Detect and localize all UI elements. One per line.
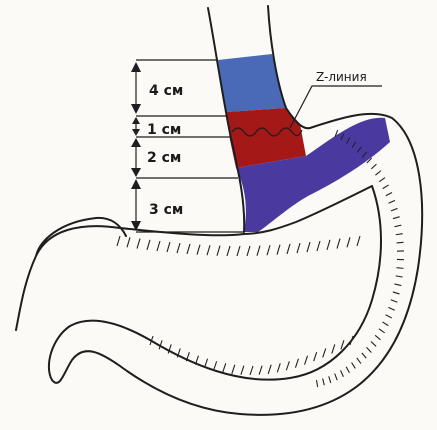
hatch-stroke xyxy=(367,347,372,352)
hatch-stroke xyxy=(388,307,394,310)
hatch-stroke xyxy=(327,240,330,250)
hatch-stroke xyxy=(379,178,385,182)
hatch-stroke xyxy=(317,241,320,251)
hatch-stroke xyxy=(250,366,253,375)
hatch-stroke xyxy=(257,246,260,256)
hatch-stroke xyxy=(147,240,150,250)
hatch-stroke xyxy=(352,363,356,369)
hatch-stroke xyxy=(332,344,335,353)
hatch-stroke xyxy=(329,376,331,383)
hatch-stroke xyxy=(394,284,401,286)
hatch-stroke xyxy=(167,242,170,252)
hatch-stroke xyxy=(371,164,376,169)
hatch-stroke xyxy=(379,329,385,333)
hatch-stroke xyxy=(232,365,235,374)
hatch-stroke xyxy=(268,365,271,374)
hatch-stroke xyxy=(117,236,120,246)
hatch-stroke xyxy=(391,208,398,210)
hatch-stroke xyxy=(241,366,244,375)
label-2cm: 2 см xyxy=(147,150,181,166)
hatch-stroke xyxy=(323,378,325,385)
hatch-stroke xyxy=(347,237,350,247)
hatch-stroke xyxy=(397,268,404,269)
hatch-stroke xyxy=(227,246,230,256)
hatch-stroke xyxy=(297,243,300,253)
hatch-stroke xyxy=(393,292,400,294)
hatch-stroke xyxy=(397,242,404,243)
hatch-stroke xyxy=(207,245,210,255)
hatch-stroke xyxy=(286,361,289,370)
hatch-stroke xyxy=(362,353,366,358)
hatch-stroke xyxy=(314,352,317,361)
hatch-stroke xyxy=(223,363,226,372)
label-3cm: 3 см xyxy=(149,202,183,218)
hatch-stroke xyxy=(357,358,361,364)
hatch-stroke xyxy=(391,300,398,302)
hatch-stroke xyxy=(237,246,240,256)
hatch-stroke xyxy=(217,246,220,256)
hatch-stroke xyxy=(316,380,317,387)
hatch-stroke xyxy=(375,335,380,339)
hatch-stroke xyxy=(383,185,389,189)
hatch-stroke xyxy=(395,225,402,227)
label-1cm: 1 см xyxy=(147,122,181,138)
hatch-stroke xyxy=(389,200,395,203)
hatch-stroke xyxy=(177,243,180,253)
arrow-3cm xyxy=(131,179,141,231)
hatch-stroke xyxy=(371,342,376,347)
hatch-stroke xyxy=(382,322,388,326)
hatch-stroke xyxy=(357,236,360,246)
arrow-4cm xyxy=(131,62,141,114)
arrow-1cm xyxy=(132,117,140,136)
hatch-stroke xyxy=(346,367,349,373)
hatch-stroke xyxy=(396,234,403,235)
z-line-label: Z-линия xyxy=(316,70,367,84)
arrow-2cm xyxy=(131,138,141,177)
hatch-stroke xyxy=(341,370,344,376)
hatch-stroke xyxy=(247,246,250,256)
hatch-stroke xyxy=(277,363,280,372)
hatch-stroke xyxy=(323,348,326,357)
hatch-stroke xyxy=(305,356,308,365)
hatch-stroke xyxy=(341,340,344,349)
hatch-stroke xyxy=(267,245,270,255)
hatch-stroke xyxy=(157,241,160,251)
hatch-stroke xyxy=(197,245,200,255)
hatch-stroke xyxy=(307,242,310,252)
hatch-stroke xyxy=(287,244,290,254)
label-4cm: 4 см xyxy=(149,83,183,99)
hatch-stroke xyxy=(335,374,338,381)
hatch-stroke xyxy=(137,239,140,249)
hatch-stroke xyxy=(396,276,403,277)
hatch-stroke xyxy=(214,361,217,370)
hatch-stroke xyxy=(386,193,392,196)
hatch-stroke xyxy=(386,315,392,318)
hatch-stroke xyxy=(337,239,340,249)
esophagus-blue-zone xyxy=(218,54,286,112)
hatch-stroke xyxy=(375,171,380,175)
hatch-stroke xyxy=(295,359,298,368)
hatch-stroke xyxy=(259,366,262,375)
hatch-stroke xyxy=(127,237,130,247)
hatch-stroke xyxy=(277,245,280,255)
hatch-stroke xyxy=(187,244,190,254)
hatch-stroke xyxy=(393,217,400,219)
